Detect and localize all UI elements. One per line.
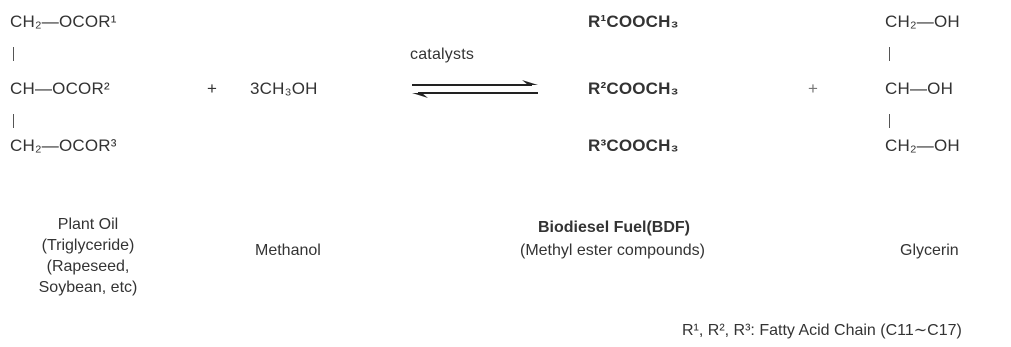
triglyceride-line-3: CH₂—OCOR³ (10, 136, 117, 155)
bdf-title: Biodiesel Fuel(BDF) (538, 219, 691, 236)
ester-line-1: R¹COOCH₃ (588, 12, 679, 31)
plant-oil-line-1: Plant Oil (57, 216, 119, 233)
fatty-acid-footnote: R¹, R², R³: Fatty Acid Chain (C11∼C17) (682, 322, 962, 339)
catalysts-label: catalysts (410, 46, 475, 63)
triglyceride-line-2: CH—OCOR² (10, 79, 110, 98)
plant-oil-line-2: (Triglyceride) (41, 237, 135, 254)
plus-sign-left: + (207, 79, 218, 98)
ester-line-2: R²COOCH₃ (588, 79, 679, 98)
methanol-label: Methanol (255, 242, 321, 259)
triglyceride-line-1: CH₂—OCOR¹ (10, 12, 117, 31)
plant-oil-line-3: (Rapeseed, (46, 258, 130, 275)
glycerin-line-2: CH—OH (885, 79, 954, 98)
glycerin-label: Glycerin (900, 242, 959, 259)
equilibrium-arrow-icon (412, 80, 538, 98)
triglyceride-bond-2 (13, 114, 14, 128)
ester-line-3: R³COOCH₃ (588, 136, 679, 155)
glycerin-bond-2 (889, 114, 890, 128)
triglyceride-bond-1 (13, 47, 14, 61)
glycerin-line-3: CH₂—OH (885, 136, 960, 155)
methanol-formula: 3CH₃OH (250, 79, 318, 98)
plant-oil-line-4: Soybean, etc) (38, 279, 138, 296)
plus-sign-right: + (808, 79, 819, 98)
bdf-subtitle: (Methyl ester compounds) (520, 242, 705, 259)
glycerin-line-1: CH₂—OH (885, 12, 960, 31)
glycerin-bond-1 (889, 47, 890, 61)
plant-oil-label: Plant Oil (Triglyceride) (Rapeseed, Soyb… (8, 214, 168, 298)
